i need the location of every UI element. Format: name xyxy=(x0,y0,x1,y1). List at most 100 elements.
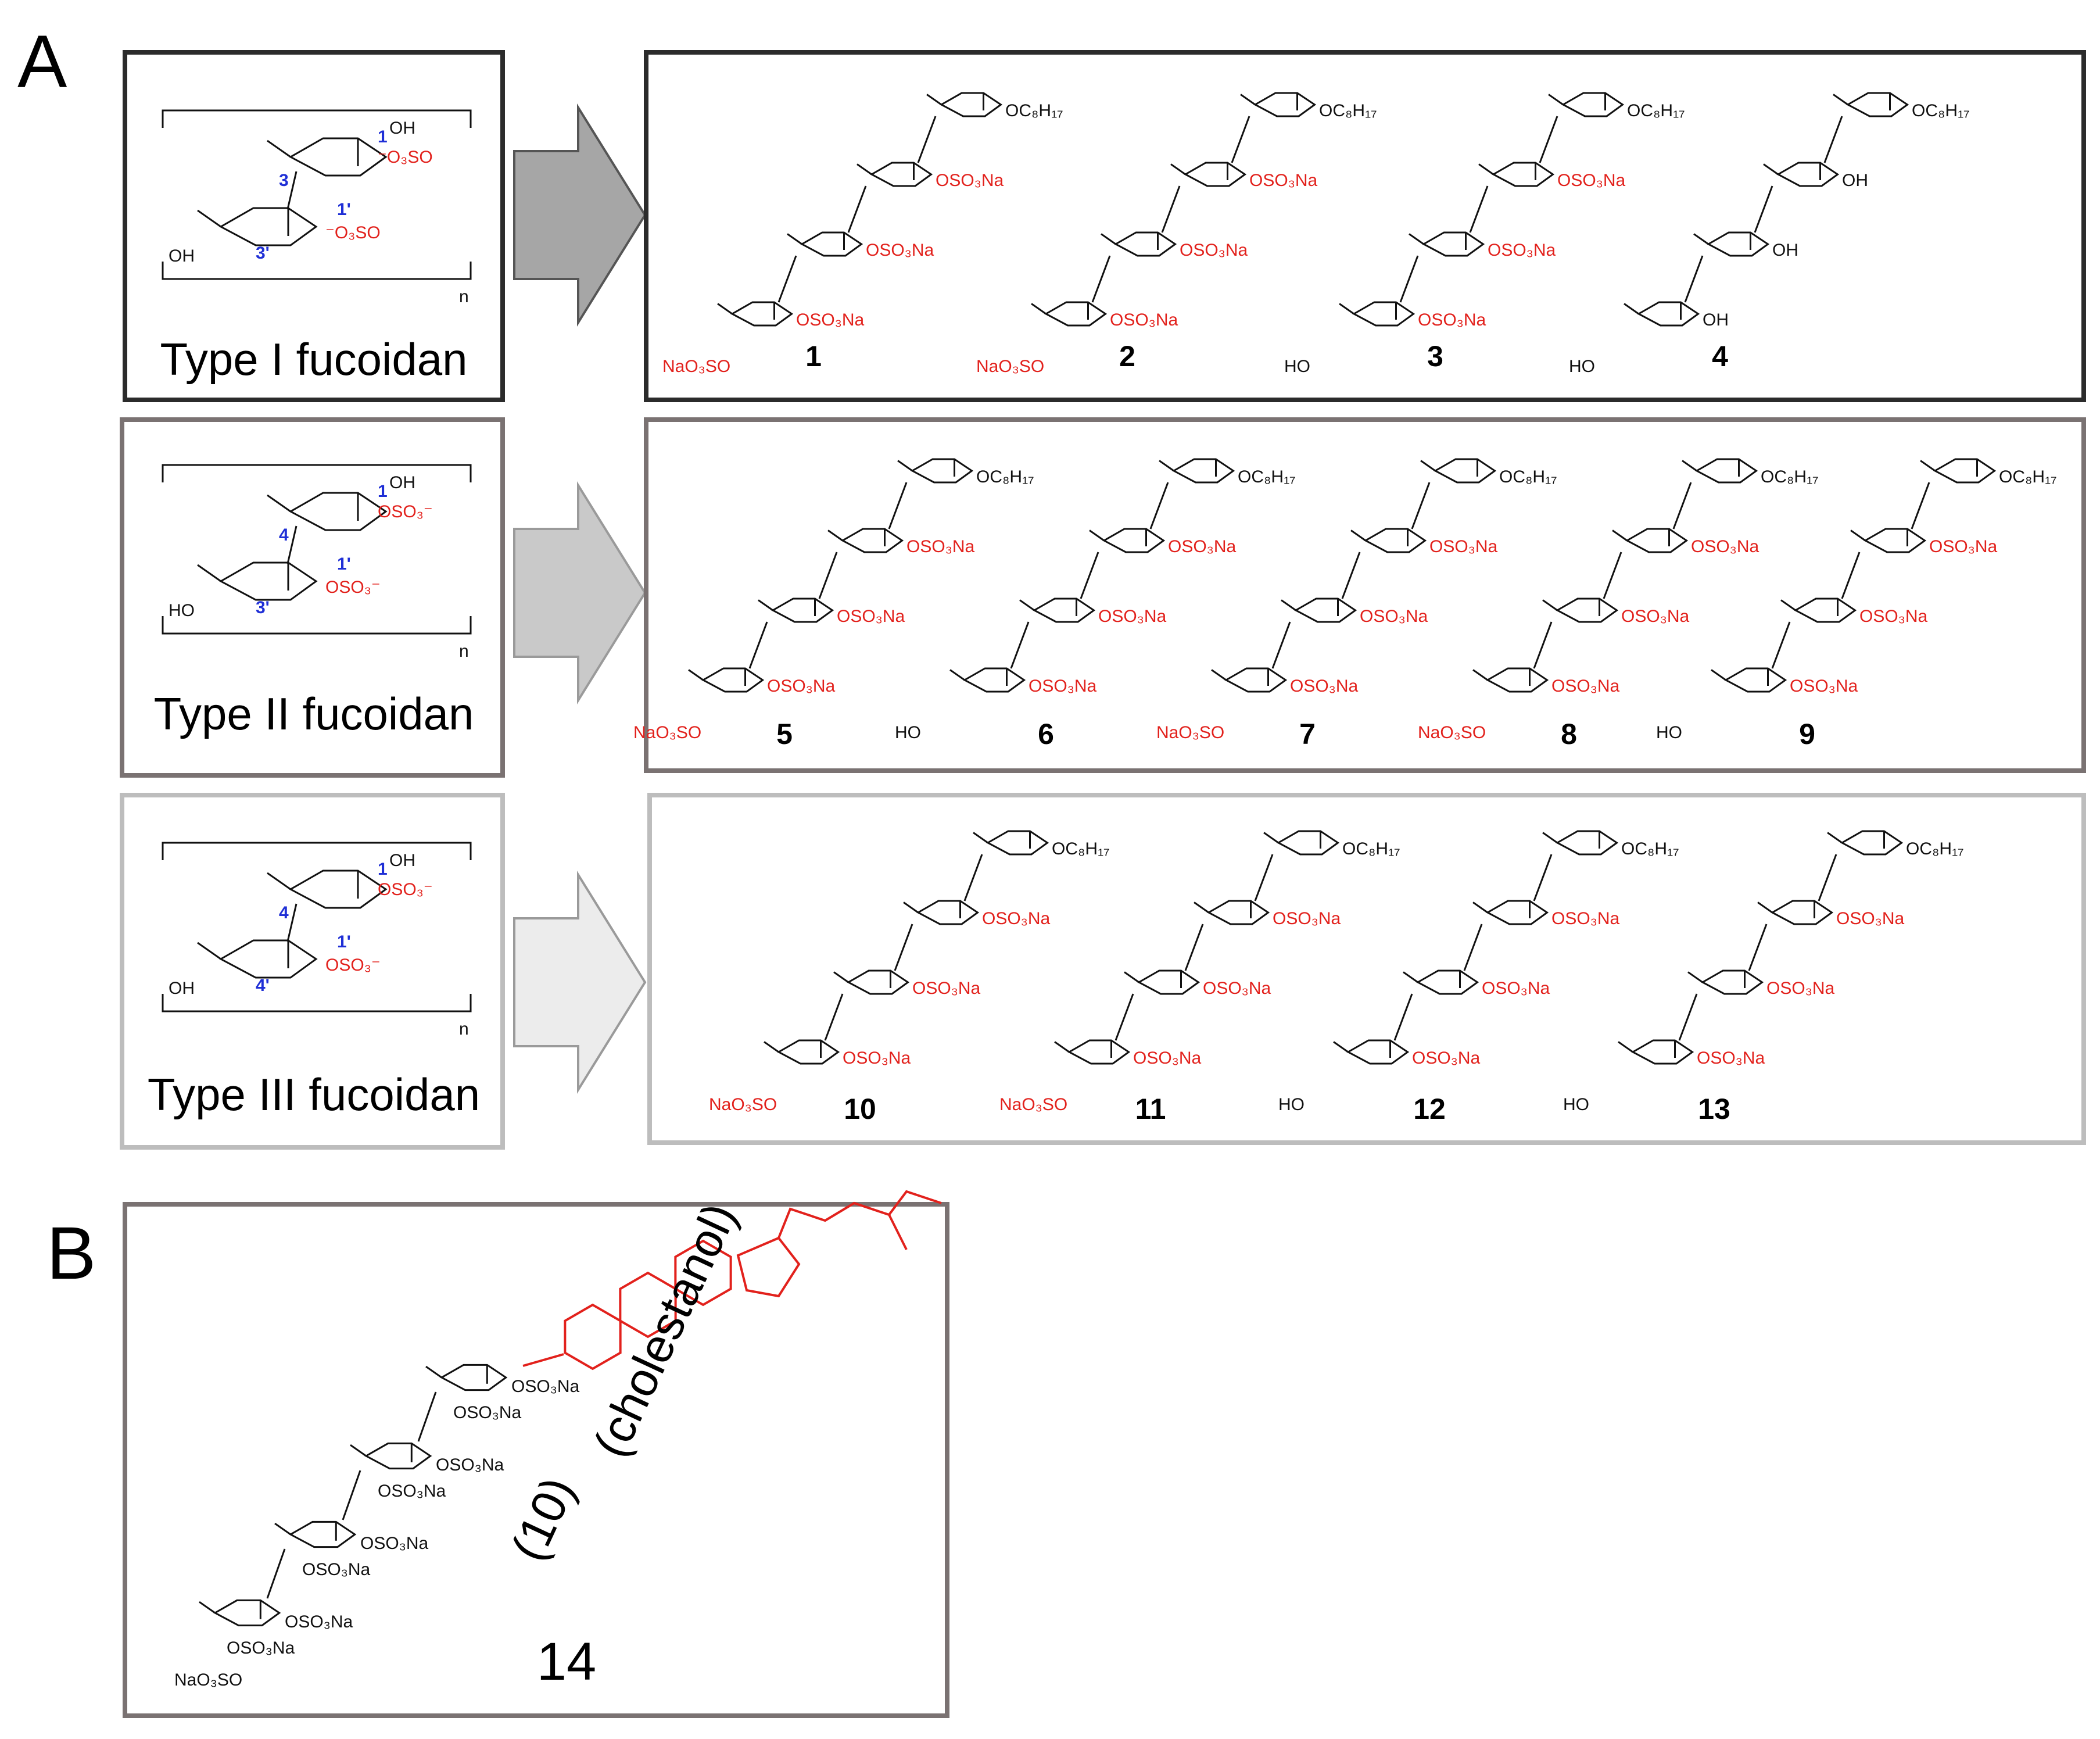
compound-group: OH xyxy=(1842,171,1868,190)
compound-3-ring-3 xyxy=(1421,231,1485,257)
compound-number: 12 xyxy=(1413,1093,1446,1125)
linkage-position: 1 xyxy=(378,482,388,501)
compound-6-ring-2-methyl xyxy=(1089,529,1105,542)
compound-8-ring-3 xyxy=(1555,597,1619,623)
compound-terminal: HO xyxy=(1284,357,1310,376)
panel-b-group: OSO₃Na xyxy=(302,1560,371,1579)
compound-1-ring-1-methyl xyxy=(926,94,942,106)
compound-bond xyxy=(1399,255,1419,303)
hydroxyl: OH xyxy=(169,979,195,998)
sugar-upper xyxy=(288,870,388,909)
linkage-position: 1 xyxy=(378,127,388,146)
compound-bond xyxy=(1010,621,1030,669)
compound-bond xyxy=(1533,621,1553,669)
panel-b-ring-1-methyl xyxy=(425,1365,442,1379)
glycosidic-bond xyxy=(286,525,298,564)
compound-bond xyxy=(1231,116,1250,163)
compound-7-ring-2 xyxy=(1363,528,1427,553)
compound-group: OSO₃Na xyxy=(936,171,1004,190)
compound-bond xyxy=(1161,185,1181,233)
compound-number: 8 xyxy=(1561,718,1577,750)
compound-group: OC₈H₁₇ xyxy=(1761,467,1819,486)
panel-b-bond xyxy=(266,1548,286,1599)
compound-6-ring-1 xyxy=(1171,458,1235,484)
compound-group: OSO₃Na xyxy=(1273,909,1341,928)
type2-frame xyxy=(120,417,505,778)
compound-bond xyxy=(1184,924,1204,971)
sugar-lower-methyl xyxy=(197,942,221,960)
compound-11-ring-1-methyl xyxy=(1263,832,1279,844)
compound-group: OSO₃Na xyxy=(1180,241,1248,260)
compound-6-ring-2 xyxy=(1102,528,1166,553)
compound-terminal: HO xyxy=(1278,1095,1305,1114)
panel-b-group: OSO₃Na xyxy=(436,1455,504,1475)
compound-11-ring-4-methyl xyxy=(1054,1041,1070,1053)
compound-group: OC₈H₁₇ xyxy=(1912,101,1970,120)
compound-group: OSO₃Na xyxy=(1110,310,1178,330)
compound-11-ring-3 xyxy=(1137,969,1200,995)
compound-number: 3 xyxy=(1427,340,1443,373)
compound-number: 2 xyxy=(1119,340,1135,373)
compound-7-ring-3-methyl xyxy=(1281,599,1296,611)
compound-8-ring-2-methyl xyxy=(1612,529,1628,542)
compound-6-ring-4 xyxy=(962,667,1026,693)
panel-b-group: OSO₃Na xyxy=(285,1612,353,1631)
compound-bond xyxy=(1091,255,1111,303)
compound-3-ring-1-methyl xyxy=(1548,94,1564,106)
compound-6-ring-4-methyl xyxy=(949,669,965,681)
compound-6-ring-3 xyxy=(1032,597,1096,623)
compound-4-ring-1-methyl xyxy=(1833,94,1848,106)
compound-13-ring-4-methyl xyxy=(1618,1041,1633,1053)
compound-bond xyxy=(1539,116,1558,163)
panel-b-ring-3 xyxy=(288,1520,357,1548)
compound-3-ring-2 xyxy=(1491,162,1555,187)
compound-terminal: HO xyxy=(895,723,921,742)
compound-bond xyxy=(818,552,838,599)
compound-10-ring-1 xyxy=(986,830,1049,856)
compound-terminal: NaO₃SO xyxy=(999,1095,1067,1114)
compound-12-ring-1 xyxy=(1555,830,1619,856)
compound-12-ring-4-methyl xyxy=(1333,1041,1349,1053)
compound-11-ring-2-methyl xyxy=(1194,901,1209,914)
compound-group: OSO₃Na xyxy=(982,909,1051,928)
compound-group: OSO₃Na xyxy=(1697,1049,1765,1068)
compound-bond xyxy=(1341,552,1361,599)
compound-8-ring-4 xyxy=(1485,667,1549,693)
sugar-lower xyxy=(218,561,318,601)
compound-group: OSO₃Na xyxy=(1859,607,1928,626)
compound-9-ring-1 xyxy=(1933,458,1997,484)
compound-terminal: NaO₃SO xyxy=(1156,723,1224,742)
compound-bond xyxy=(1678,993,1698,1041)
sugar-upper-methyl xyxy=(267,872,291,890)
compound-group: OSO₃Na xyxy=(1203,979,1271,998)
panel-b-group: OSO₃Na xyxy=(360,1534,429,1553)
compound-12-ring-4 xyxy=(1346,1039,1410,1065)
panel-b-group: OSO₃Na xyxy=(227,1638,295,1658)
compound-3-ring-4 xyxy=(1352,301,1415,327)
compound-5-ring-4 xyxy=(701,667,765,693)
compound-number: 9 xyxy=(1799,718,1815,750)
compound-group: OC₈H₁₇ xyxy=(1238,467,1296,486)
compound-13-ring-4 xyxy=(1630,1039,1694,1065)
compound-group: OC₈H₁₇ xyxy=(1999,467,2057,486)
linkage-position: 1' xyxy=(337,200,351,219)
compound-1-ring-1 xyxy=(939,92,1003,117)
compound-number: 13 xyxy=(1698,1093,1730,1125)
compound-group: OSO₃Na xyxy=(1551,677,1620,696)
panel-b-terminal: NaO₃SO xyxy=(174,1670,242,1690)
compound-bond xyxy=(1818,854,1837,901)
compound-13-ring-1 xyxy=(1840,830,1904,856)
type1-label: Type I fucoidan xyxy=(160,334,467,385)
compound-number: 6 xyxy=(1038,718,1054,750)
substituent-lower: OSO₃⁻ xyxy=(325,956,381,975)
steroid-glycosidic-bond xyxy=(522,1353,564,1367)
compound-10-ring-1-methyl xyxy=(973,832,988,844)
compound-terminal: HO xyxy=(1569,357,1595,376)
panel-b-bond xyxy=(342,1470,361,1520)
compound-2-ring-2 xyxy=(1183,162,1247,187)
